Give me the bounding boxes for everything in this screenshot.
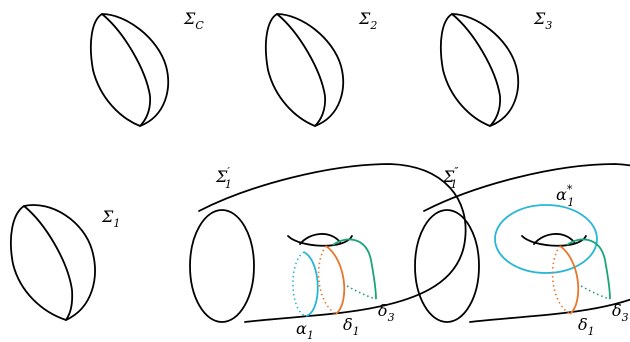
cap-boundary-curve	[23, 205, 74, 321]
delta3-solid-arc	[566, 238, 611, 300]
surface-outline	[198, 163, 467, 323]
cap-boundary-curve	[101, 13, 152, 127]
delta3-solid-arc	[332, 238, 377, 300]
surface-outline	[423, 163, 630, 323]
alpha-dotted-arc	[292, 251, 307, 317]
cap-outline	[89, 13, 170, 127]
boundary-ellipse	[189, 209, 255, 323]
label-delta-1-right: δ1	[578, 315, 595, 338]
delta3-dotted-arc	[346, 285, 377, 300]
handle-upper-curve	[533, 233, 575, 245]
cap-boundary-curve	[276, 13, 327, 127]
cap-sigma-3	[439, 13, 520, 127]
boundary-ellipse	[414, 209, 480, 323]
cap-sigma-1	[10, 204, 96, 321]
curve-delta-1-mid	[317, 245, 346, 315]
delta1-solid-arc	[559, 245, 580, 315]
label-sigma-1: Σ1	[101, 207, 120, 230]
delta1-solid-arc	[325, 245, 346, 315]
cap-boundary-curve	[451, 13, 502, 127]
curve-delta-3-mid	[332, 238, 377, 300]
handle-upper-curve	[299, 233, 341, 245]
alpha-solid-arc	[303, 251, 319, 317]
cap-outline	[10, 204, 96, 321]
curve-alpha-1-mid	[292, 251, 319, 317]
label-sigma-2: Σ2	[358, 9, 377, 32]
label-alpha-1-star: α*1	[556, 183, 574, 209]
label-sigma-3: Σ3	[533, 9, 552, 32]
alpha-star-loop	[494, 204, 598, 274]
delta3-dotted-arc	[580, 285, 611, 300]
label-alpha-1: α1	[296, 319, 314, 342]
label-delta-3-right: δ3	[612, 301, 629, 324]
label-sigma-1-dprime: Σ″1	[442, 165, 459, 191]
label-delta-3-mid: δ3	[378, 301, 395, 324]
delta1-dotted-arc	[317, 245, 337, 315]
delta1-dotted-arc	[551, 245, 571, 315]
cap-sigma-c	[89, 13, 170, 127]
curve-delta-3-right	[566, 238, 611, 300]
label-sigma-1-prime: Σ′1	[215, 165, 232, 191]
curve-alpha-1-star	[494, 204, 598, 274]
surface-sigma-1-dprime	[414, 163, 630, 323]
label-delta-1-mid: δ1	[343, 315, 360, 338]
curve-delta-1-right	[551, 245, 580, 315]
cap-sigma-2	[264, 13, 345, 127]
cap-outline	[264, 13, 345, 127]
label-sigma-c: ΣC	[183, 9, 204, 32]
cap-outline	[439, 13, 520, 127]
